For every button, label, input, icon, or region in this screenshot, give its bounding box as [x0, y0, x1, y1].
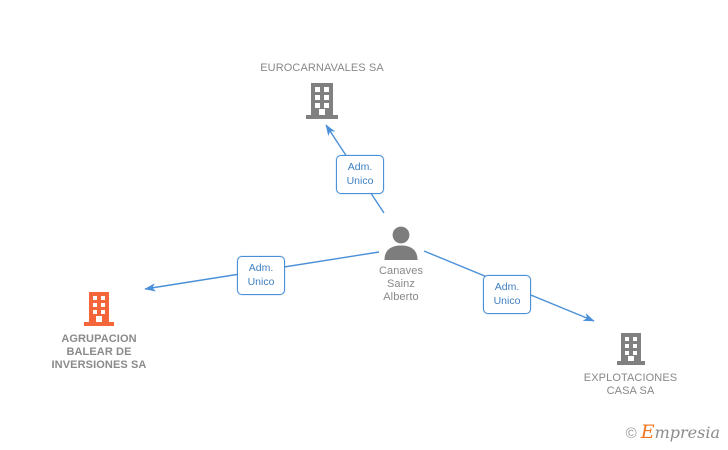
node-label-agrupacion: AGRUPACION BALEAR DE INVERSIONES SA	[51, 333, 147, 371]
person-icon	[380, 226, 422, 260]
node-explotaciones[interactable]: EXPLOTACIONES CASA SA	[558, 331, 703, 398]
node-agrupacion[interactable]: AGRUPACION BALEAR DE INVERSIONES SA	[29, 290, 169, 372]
brand-rest: mpresia	[654, 423, 720, 442]
node-label-person: Canaves Sainz Alberto	[378, 265, 424, 303]
edge-role-badge-explotaciones[interactable]: Adm. Unico	[483, 275, 531, 314]
node-label-explotaciones: EXPLOTACIONES CASA SA	[583, 372, 678, 397]
brand-initial: E	[640, 421, 655, 443]
node-eurocarnavales[interactable]: EUROCARNAVALES SA	[232, 62, 412, 121]
building-icon	[82, 290, 116, 328]
brand-name: Empresia	[640, 421, 720, 443]
node-label-eurocarnavales: EUROCARNAVALES SA	[260, 62, 384, 74]
building-icon	[304, 81, 340, 121]
copyright-icon: ©	[625, 425, 637, 442]
edge-role-badge-agrupacion[interactable]: Adm. Unico	[237, 256, 285, 295]
building-icon	[615, 331, 647, 367]
node-person[interactable]: Canaves Sainz Alberto	[341, 226, 461, 304]
edge-role-badge-eurocarnavales[interactable]: Adm. Unico	[336, 155, 384, 194]
watermark: © Empresia	[625, 421, 720, 443]
